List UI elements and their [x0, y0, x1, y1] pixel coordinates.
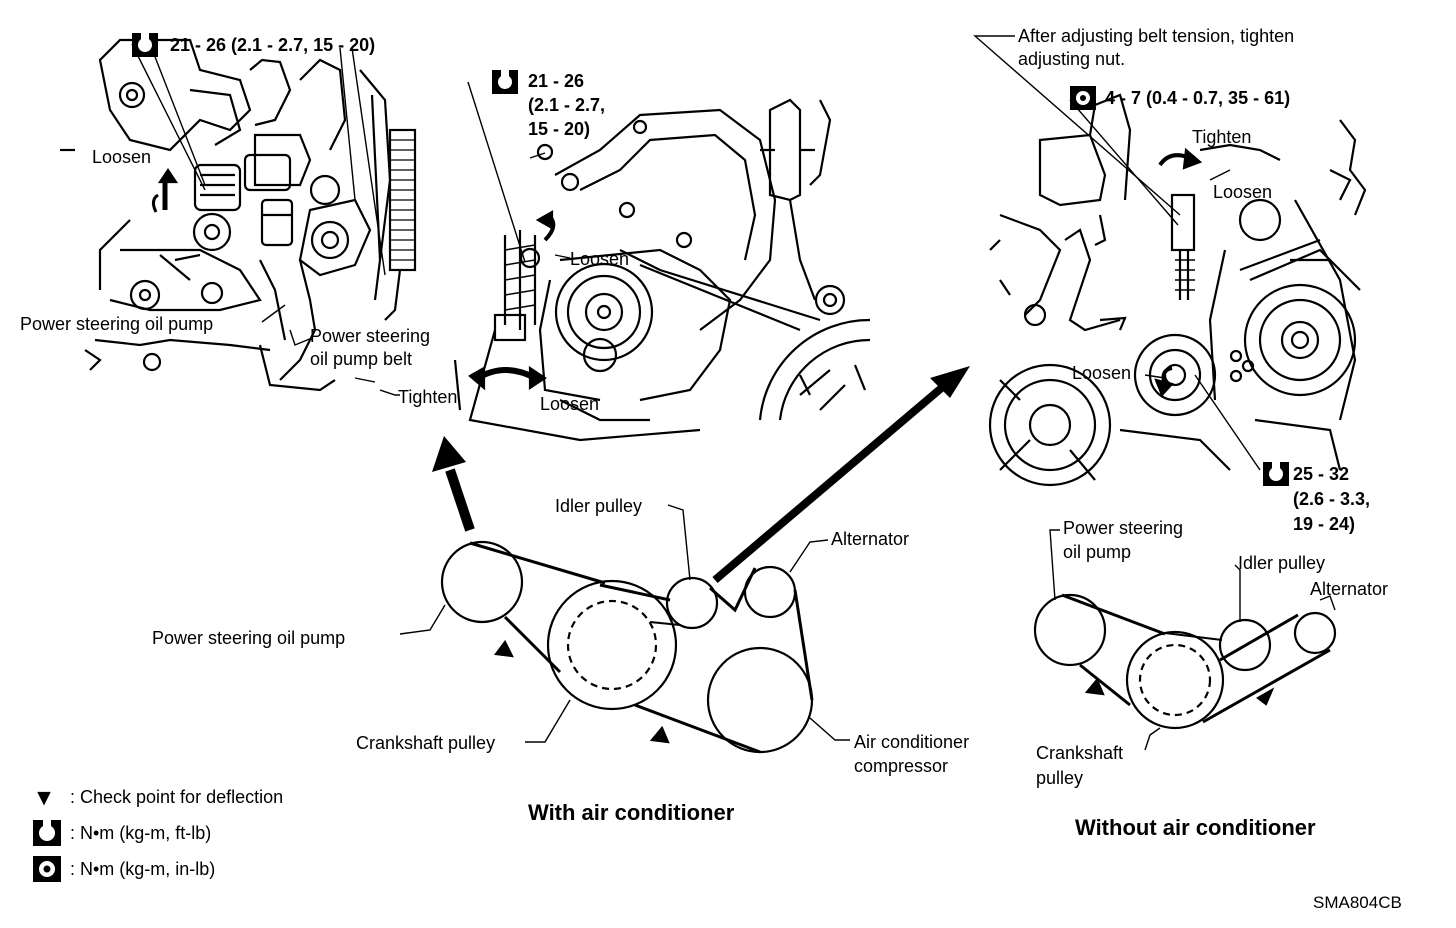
with-ac-compressor-label-2: compressor: [854, 756, 949, 776]
without-ac-crank-label-2: pulley: [1036, 768, 1084, 788]
right-tighten-label: Tighten: [1192, 127, 1252, 147]
deflection-check-marker: [1256, 687, 1275, 706]
ps-pump-engine-illustration: [60, 38, 417, 392]
torque-icon: [1263, 462, 1289, 486]
mid-torque-line2: (2.1 - 2.7,: [528, 95, 606, 115]
mid-torque-line3: 15 - 20): [528, 119, 591, 139]
idler-pulley: [665, 576, 719, 630]
ac-compressor-pulley: [706, 646, 814, 754]
mid-loosen-label: Loosen: [570, 249, 630, 269]
crankshaft-pulley: [546, 579, 678, 711]
idler-pulley: [1218, 618, 1272, 672]
left-loosen-label: Loosen: [92, 147, 152, 167]
right-note-line2: adjusting nut.: [1018, 49, 1126, 69]
torque-icon: [132, 33, 158, 57]
right-torque2-line2: (2.6 - 3.3,: [1293, 489, 1371, 509]
with-ac-crankshaft-label: Crankshaft pulley: [356, 733, 496, 753]
without-ac-belt-schematic: [1033, 593, 1337, 730]
mid-torque-line1: 21 - 26: [528, 71, 585, 91]
right-note-line1: After adjusting belt tension, tighten: [1018, 26, 1295, 46]
alternator-pulley: [1293, 611, 1337, 655]
without-ac-idler-label: Idler pulley: [1238, 553, 1326, 573]
ps-pump-pulley: [1033, 593, 1107, 667]
with-ac-alternator-label: Alternator: [831, 529, 910, 549]
deflection-marker-icon: [37, 791, 51, 806]
ps-belt-label-2: oil pump belt: [310, 349, 413, 369]
legend-check-point: : Check point for deflection: [70, 787, 284, 807]
ps-belt-label-1: Power steering: [310, 326, 431, 346]
right-loosen-top-label: Loosen: [1213, 182, 1273, 202]
pointer-arrow-icon: [712, 381, 948, 584]
left-loosen-label-2: Loosen: [540, 394, 600, 414]
torque-icon-inlb: [33, 856, 61, 882]
pointer-arrow-icon: [445, 468, 475, 532]
with-ac-belt-schematic: [440, 540, 814, 754]
with-ac-heading: With air conditioner: [528, 800, 735, 825]
no-ac-engine-illustration: [988, 93, 1367, 487]
left-tighten-label: Tighten: [398, 387, 458, 407]
double-arrow-icon: [476, 367, 537, 381]
with-ac-ps-pump-label: Power steering oil pump: [152, 628, 346, 648]
front-engine-illustration: [453, 98, 871, 442]
right-torque-spec: 4 - 7 (0.4 - 0.7, 35 - 61): [1105, 88, 1291, 108]
torque-icon: [492, 70, 518, 94]
with-ac-idler-label: Idler pulley: [555, 496, 643, 516]
deflection-check-marker: [649, 725, 670, 744]
without-ac-alternator-label: Alternator: [1310, 579, 1389, 599]
crankshaft-pulley: [1125, 630, 1225, 730]
without-ac-ps-label-1: Power steering: [1063, 518, 1184, 538]
torque-icon: [33, 820, 61, 846]
with-ac-compressor-label-1: Air conditioner: [854, 732, 970, 752]
right-torque2-line3: 19 - 24): [1293, 514, 1356, 534]
ps-pump-label: Power steering oil pump: [20, 314, 214, 334]
without-ac-crank-label-1: Crankshaft: [1036, 743, 1124, 763]
deflection-check-marker: [1084, 677, 1105, 696]
legend-nm-ftlb: : N•m (kg-m, ft-lb): [70, 823, 212, 843]
left-torque-spec: 21 - 26 (2.1 - 2.7, 15 - 20): [170, 35, 376, 55]
deflection-check-marker: [493, 639, 514, 658]
ps-pump-pulley: [440, 540, 524, 624]
without-ac-heading: Without air conditioner: [1075, 815, 1316, 840]
right-torque2-line1: 25 - 32: [1293, 464, 1350, 484]
without-ac-ps-label-2: oil pump: [1063, 542, 1132, 562]
torque-icon-inlb: [1070, 86, 1096, 110]
figure-code: SMA804CB: [1313, 893, 1402, 912]
right-loosen-mid-label: Loosen: [1072, 363, 1132, 383]
legend-nm-inlb: : N•m (kg-m, in-lb): [70, 859, 216, 879]
